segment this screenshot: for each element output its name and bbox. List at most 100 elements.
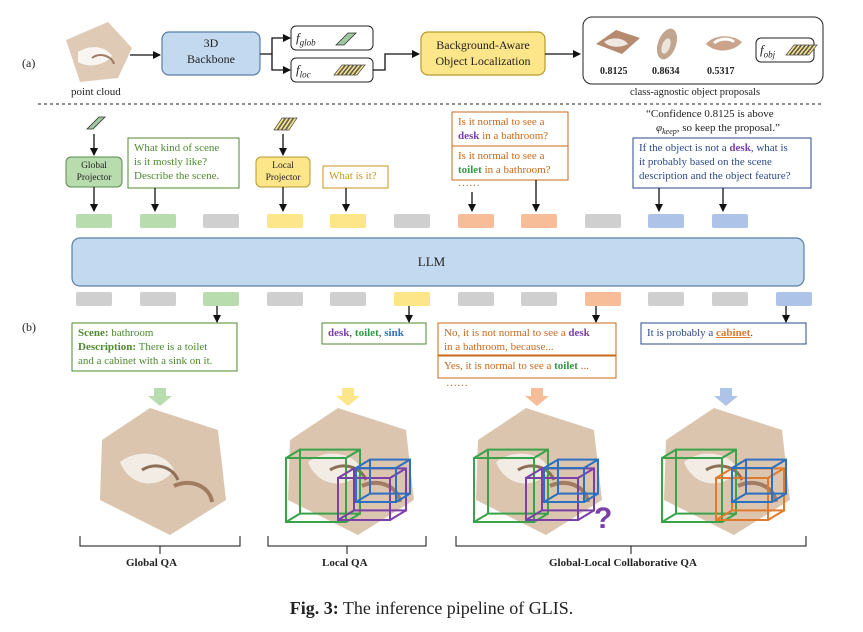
bbox-edge bbox=[285, 457, 347, 523]
bbox-edge bbox=[731, 492, 747, 503]
bbox-edge bbox=[661, 448, 677, 459]
input-token-orange bbox=[521, 214, 558, 228]
input-token-grey bbox=[394, 214, 430, 228]
bbox-edge bbox=[767, 467, 785, 479]
llm-box bbox=[71, 237, 805, 287]
bbox-edge bbox=[473, 448, 489, 459]
no-normal-answer-text: No, it is not normal to see a desk in a … bbox=[444, 327, 590, 353]
down-arrow-collab bbox=[525, 388, 549, 406]
input-token-yellow bbox=[330, 214, 367, 228]
scene-question-text: What kind of scene is it mostly like? De… bbox=[134, 142, 220, 182]
bbox-edge bbox=[661, 457, 723, 523]
more-questions-dots: …… bbox=[458, 177, 480, 189]
input-token-blue bbox=[648, 214, 685, 228]
input-token-blue bbox=[712, 214, 748, 228]
fglob-label: fglob bbox=[296, 30, 316, 48]
panel-a-label: (a) bbox=[22, 56, 36, 70]
class-answer-box bbox=[321, 322, 427, 345]
proposal-score-2: 0.8634 bbox=[652, 66, 680, 77]
bracket-global-qa bbox=[79, 536, 241, 554]
output-token-yellow bbox=[394, 292, 430, 306]
bbox-edge bbox=[525, 477, 579, 521]
proposal-toilet-thumbnail bbox=[656, 28, 678, 60]
bbox-edge bbox=[337, 477, 391, 521]
desk-normal-question-box bbox=[451, 111, 569, 147]
bbox-edge bbox=[583, 492, 599, 503]
bbox-edge bbox=[675, 448, 737, 515]
cabinet-answer-text: It is probably a cabinet. bbox=[647, 327, 754, 339]
bgloc-label: Background-Aware Object Localization bbox=[435, 38, 531, 68]
proposal-sink-thumbnail bbox=[706, 36, 742, 51]
bbox-edge bbox=[557, 458, 599, 495]
bracket-local-qa bbox=[267, 536, 427, 554]
bbox-edge bbox=[525, 467, 543, 479]
confidence-note-line2: φkeep, so keep the proposal.” bbox=[656, 122, 780, 137]
output-token-grey bbox=[266, 292, 303, 306]
bbox-edge bbox=[285, 512, 301, 523]
bracket-collab-qa bbox=[455, 536, 807, 554]
fglob-box bbox=[290, 25, 374, 51]
bbox-edge bbox=[543, 458, 559, 469]
proposals-label: class-agnostic object proposals bbox=[630, 87, 761, 98]
bbox-edge bbox=[355, 467, 397, 503]
down-arrow-global bbox=[148, 388, 172, 406]
bbox-edge bbox=[745, 458, 787, 495]
desk-question-text: Is it normal to see a desk in a bathroom… bbox=[458, 116, 549, 142]
object-feature-icon bbox=[785, 44, 818, 56]
not-desk-question-text: If the object is not a desk, what is it … bbox=[639, 142, 791, 182]
bbox-edge bbox=[721, 448, 737, 459]
point-cloud-label: point cloud bbox=[71, 86, 121, 98]
bbox-edge bbox=[767, 509, 785, 521]
bbox-edge bbox=[731, 467, 773, 503]
output-token-grey bbox=[330, 292, 367, 306]
more-answers-dots: …… bbox=[446, 377, 468, 389]
arrow-backbone-to-fglob bbox=[260, 34, 291, 55]
output-token-green bbox=[203, 292, 240, 306]
bbox-edge bbox=[771, 458, 787, 469]
what-is-it-question-text: What is it? bbox=[329, 170, 377, 182]
not-desk-question-box bbox=[632, 137, 812, 189]
scene-answer-text: Scene: bathroom Description: There is a … bbox=[78, 327, 213, 367]
local-qa-label: Local QA bbox=[322, 557, 368, 569]
global-feature-icon bbox=[335, 32, 357, 46]
bbox-edge bbox=[337, 467, 355, 479]
bbox-edge bbox=[661, 512, 677, 523]
bbox-edge bbox=[345, 448, 361, 459]
collab-qa-label: Global-Local Collaborative QA bbox=[549, 557, 697, 569]
input-token-grey bbox=[584, 214, 621, 228]
panel-b-label: (b) bbox=[22, 320, 36, 334]
scene-renders bbox=[100, 408, 790, 535]
scene-render-collab bbox=[473, 408, 602, 535]
input-token-yellow bbox=[266, 214, 303, 228]
proposal-score-1: 0.8125 bbox=[600, 66, 628, 77]
proposal-score-3: 0.5317 bbox=[707, 66, 735, 77]
output-token-grey bbox=[76, 292, 112, 306]
output-token-grey bbox=[139, 292, 176, 306]
bbox-edge bbox=[715, 467, 733, 479]
scene-answer-box bbox=[71, 322, 238, 372]
scene-render-local bbox=[285, 408, 414, 535]
bbox-edge bbox=[543, 467, 585, 503]
global-qa-label: Global QA bbox=[126, 557, 178, 569]
scene-render-global bbox=[100, 408, 226, 535]
output-token-grey bbox=[521, 292, 558, 306]
proposal-desk-thumbnail bbox=[596, 30, 640, 54]
output-token-grey bbox=[457, 292, 494, 306]
scene-question-box bbox=[127, 137, 240, 189]
bbox-edge bbox=[389, 509, 407, 521]
bbox-edge bbox=[285, 448, 301, 459]
confidence-note-line1: “Confidence 0.8125 is above bbox=[646, 108, 774, 120]
down-arrow-cabinet bbox=[714, 388, 738, 406]
bbox-edge bbox=[473, 512, 489, 523]
bbox-edge bbox=[577, 509, 595, 521]
toilet-question-text: Is it normal to see a toilet in a bathro… bbox=[458, 150, 551, 176]
toilet-normal-question-box bbox=[451, 145, 569, 181]
bbox-edge bbox=[731, 458, 747, 469]
output-token-grey bbox=[648, 292, 685, 306]
bbox-edge bbox=[355, 458, 371, 469]
yes-normal-answer-text: Yes, it is normal to see a toilet ... bbox=[444, 360, 589, 372]
bbox-edge bbox=[583, 458, 599, 469]
bbox-edge bbox=[543, 492, 559, 503]
